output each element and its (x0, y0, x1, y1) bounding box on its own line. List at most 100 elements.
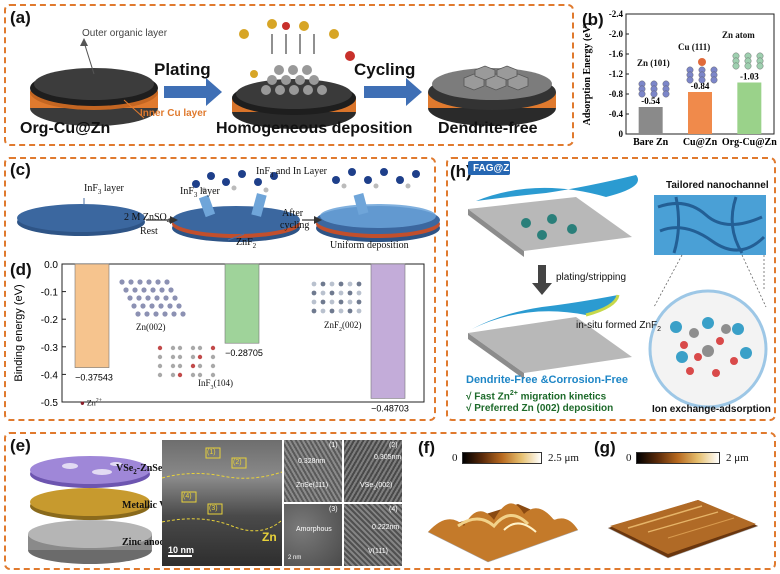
panel-e-label: (e) (10, 436, 31, 455)
chart-d-atom (170, 372, 176, 378)
hr-label-3: (3) (329, 506, 338, 513)
chart-d-zn002-structure (119, 279, 186, 317)
chart-b-bar (638, 107, 663, 134)
inf3-layer-2-label: InF3 layer (180, 186, 220, 199)
ion-exchange-label: Ion exchange-adsorption (652, 404, 771, 415)
struct-label-inf3-104: InF3(104) (198, 378, 234, 391)
chart-d-atom (158, 303, 164, 309)
chart-d-atom (164, 279, 170, 285)
electrolyte-label: 2 M ZnSO4 (124, 212, 171, 225)
chart-b-atom (710, 76, 718, 84)
panel-f-label: (f) (418, 438, 435, 457)
panel-g-afm (607, 500, 759, 559)
chart-b-bar (688, 92, 712, 134)
homogeneous-caption: Homogeneous deposition (216, 120, 413, 137)
panel-g-label: (g) (594, 438, 616, 457)
chart-d-atom (149, 303, 155, 309)
panel-cd (4, 157, 436, 421)
atom-label-cu111: Cu (111) (678, 42, 711, 52)
homogeneous-disc (232, 19, 356, 129)
panel-f-afm (427, 503, 579, 563)
chart-b-atom (698, 76, 706, 84)
chart-d-atom (144, 311, 150, 317)
chart-d-ytick-label: -0.4 (41, 370, 59, 381)
chart-d-atom (311, 308, 317, 314)
chart-d-atom (163, 295, 169, 301)
chart-d-atom (155, 279, 161, 285)
chart-d-atom (197, 372, 203, 378)
struct-label-zn002: Zn(002) (136, 322, 166, 332)
panel-efg (4, 432, 776, 570)
chart-d-value-label: −0.37543 (75, 373, 113, 383)
metallic-v-label: Metallic V (122, 500, 167, 511)
chart-d-atom (190, 354, 196, 360)
atom-label-zn-atom: Zn atom (722, 30, 755, 40)
panel-f-scale-min: 0 (452, 452, 458, 464)
hr-label-1: (1) (329, 442, 338, 449)
uniform-deposition-label: Uniform deposition (330, 240, 409, 251)
chart-d-atom (150, 287, 156, 293)
plating-label: Plating (154, 60, 211, 79)
hrtem-3 (284, 504, 342, 566)
chart-d-atom (311, 281, 317, 287)
panel-g-scale-max: 2 μm (726, 452, 749, 464)
zn-ion-legend: ● Zn2+ (80, 398, 103, 408)
chart-d-atom (210, 345, 216, 351)
chart-d-ytick-label: -0.3 (41, 343, 59, 354)
after-label: After (282, 208, 304, 219)
chart-d-atom (172, 295, 178, 301)
hr-cap-amorphous: Amorphous (296, 526, 332, 533)
chart-d-atom (145, 295, 151, 301)
chart-b-category-label: Org-Cu@Zn (722, 137, 777, 148)
hrtem-2 (344, 440, 402, 502)
tem-label-zn: Zn (262, 530, 277, 544)
chart-b-atom (638, 90, 646, 98)
chart-d-ytick-label: 0.0 (44, 260, 58, 271)
chart-d-atom (137, 279, 143, 285)
chart-d-atom (338, 281, 344, 287)
inf3-in-layer-label: InF3 and In Layer (256, 166, 327, 179)
zinc-anode-label: Zinc anode (122, 537, 170, 548)
chart-d-atom (157, 363, 163, 369)
chart-d-atom (176, 303, 182, 309)
chart-d-ytick-label: -0.2 (41, 315, 59, 326)
chart-d-bar (74, 263, 110, 368)
chart-d-atom (347, 299, 353, 305)
chart-d-atom (171, 311, 177, 317)
chart-d-atom (177, 345, 183, 351)
chart-d-atom (131, 303, 137, 309)
panel-f-colorbar (462, 452, 542, 464)
panel-h (446, 157, 776, 421)
chart-b-atom (686, 76, 694, 84)
cycling-arrow (364, 78, 422, 106)
chart-d-atom (320, 281, 326, 287)
chart-d-atom (141, 287, 147, 293)
chart-d-atom (197, 345, 203, 351)
bullet-preferred-deposition: √ Preferred Zn (002) deposition (466, 403, 614, 414)
chart-d-atom (356, 290, 362, 296)
chart-d-value-label: −0.28705 (225, 348, 263, 358)
chart-d-atom (338, 308, 344, 314)
panel-b-label: (b) (582, 10, 604, 29)
chart-d-atom (157, 345, 163, 351)
chart-d-atom (356, 281, 362, 287)
chart-d-atom (347, 308, 353, 314)
chart-d-ytick-label: -0.1 (41, 288, 59, 299)
panel-g-scale-min: 0 (626, 452, 632, 464)
panel-f-scale-max: 2.5 μm (548, 452, 579, 464)
chart-d-atom (127, 295, 133, 301)
panel-c-label: (c) (10, 160, 31, 179)
panel-c-graphic (17, 168, 440, 242)
chart-d-atom (140, 303, 146, 309)
chart-b-ytick-label: -0.8 (609, 89, 624, 99)
chart-d-atom (170, 354, 176, 360)
outer-organic-layer-label: Outer organic layer (82, 28, 168, 39)
chart-d-atom (128, 279, 134, 285)
chart-d-atom (153, 311, 159, 317)
chart-d-atom (329, 299, 335, 305)
chart-d-znf2-structure (311, 281, 362, 314)
chart-d-atom (329, 281, 335, 287)
fag-zn-label: FAG@Zn (473, 163, 516, 174)
chart-b-atom (732, 62, 740, 70)
org-cu-zn-caption: Org-Cu@Zn (20, 120, 111, 137)
